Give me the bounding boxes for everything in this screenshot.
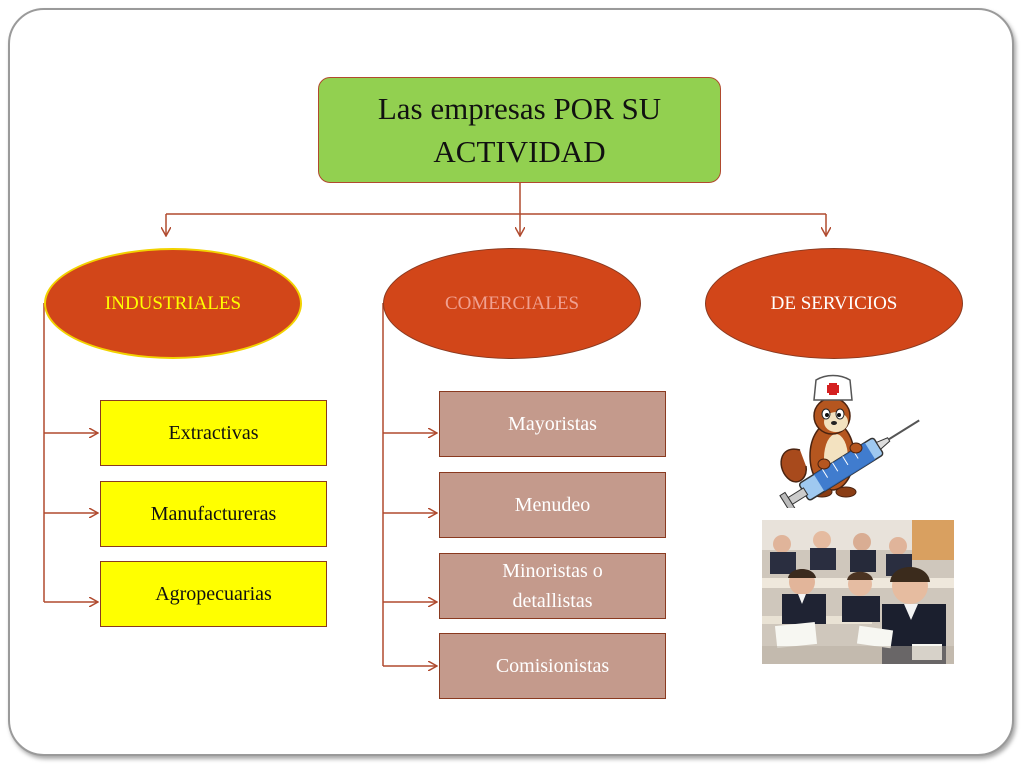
node-agropecuarias: Agropecuarias [100, 561, 327, 627]
node-servicios: DE SERVICIOS [705, 248, 963, 359]
node-comisionistas: Comisionistas [439, 633, 666, 699]
students-classroom-photo [762, 520, 954, 664]
node-manufactureras: Manufactureras [100, 481, 327, 547]
node-minoristas: Minoristas o detallistas [439, 553, 666, 619]
node-mayoristas: Mayoristas [439, 391, 666, 457]
node-menudeo: Menudeo [439, 472, 666, 538]
node-comerciales: COMERCIALES [383, 248, 641, 359]
diagram-title: Las empresas POR SU ACTIVIDAD [318, 77, 721, 183]
node-industriales: INDUSTRIALES [44, 248, 302, 359]
nurse-weasel-syringe-illustration [779, 374, 920, 508]
node-extractivas: Extractivas [100, 400, 327, 466]
